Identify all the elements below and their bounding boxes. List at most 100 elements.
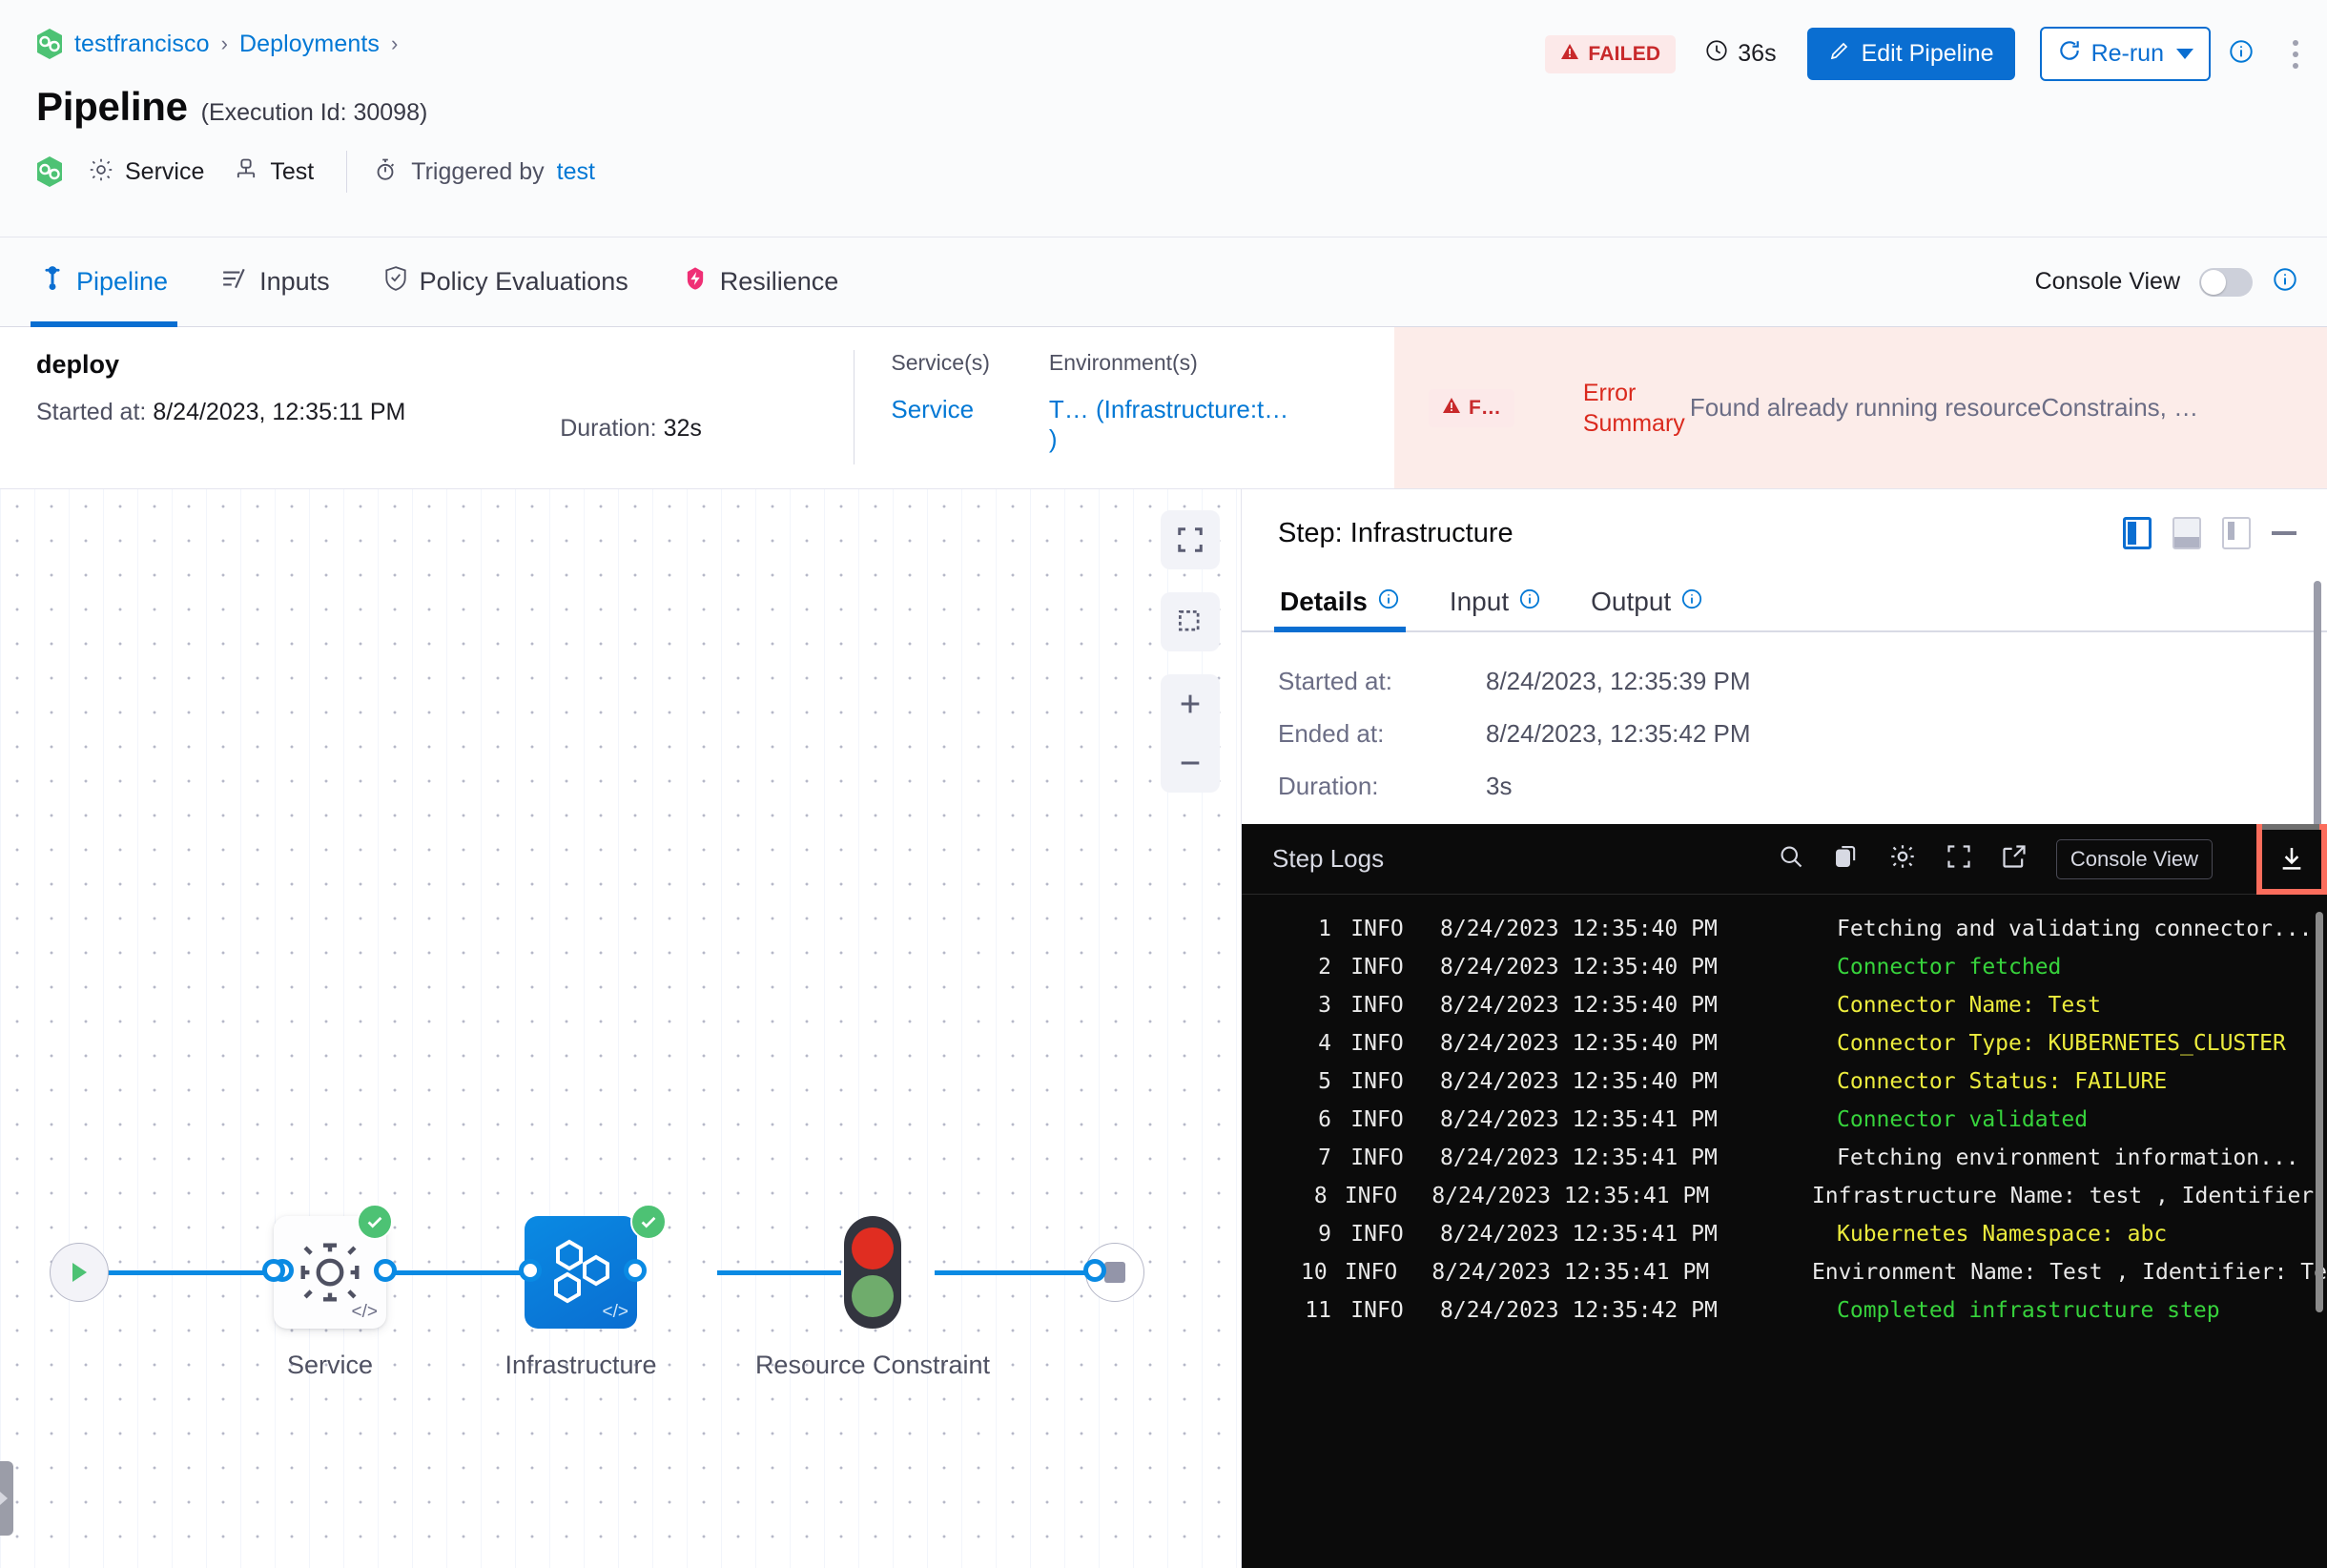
tab-resilience[interactable]: Resilience <box>678 237 843 327</box>
stage-status-chip-label: F… <box>1469 396 1501 419</box>
expand-left-panel-handle[interactable] <box>0 1461 13 1536</box>
console-view-toggle[interactable] <box>2199 267 2253 297</box>
download-logs-button[interactable] <box>2256 823 2327 895</box>
log-line-timestamp: 8/24/2023 12:35:40 PM <box>1440 955 1718 980</box>
logs-top-sliver <box>2262 824 2319 830</box>
stage-environments-value[interactable]: T… (Infrastructure:t… ) <box>1048 395 1289 453</box>
stage-started: Started at: 8/24/2023, 12:35:11 PM <box>36 399 560 426</box>
port-infra-out[interactable] <box>624 1259 647 1282</box>
more-options-button[interactable] <box>2293 39 2298 69</box>
breadcrumb-deployments-link[interactable]: Deployments <box>238 30 380 57</box>
tab-pipeline[interactable]: Pipeline <box>30 237 178 327</box>
port-infra-in[interactable] <box>519 1259 542 1282</box>
harness-module-icon <box>36 156 63 187</box>
breadcrumb-separator-2: › <box>390 31 399 55</box>
total-duration-value: 36s <box>1738 40 1777 67</box>
step-logs-body[interactable]: 1 INFO 8/24/2023 12:35:40 PM Fetching an… <box>1242 895 2327 1568</box>
meta-environment-label: Test <box>270 157 315 185</box>
output-info-icon[interactable] <box>1680 587 1703 617</box>
step-panel-header: Step: Infrastructure <box>1242 489 2327 577</box>
copy-logs-icon[interactable] <box>1833 843 1860 875</box>
input-info-icon[interactable] <box>1518 587 1541 617</box>
detail-key: Started at: <box>1278 667 1392 695</box>
tab-details-label: Details <box>1280 587 1368 616</box>
log-settings-icon[interactable] <box>1888 842 1917 876</box>
log-line-number: 8 <box>1313 1184 1328 1208</box>
edge-resource-end <box>935 1270 1106 1275</box>
log-line-message: Connector validated <box>1837 1107 2089 1132</box>
service-node-success-badge <box>357 1204 393 1240</box>
logs-scrollbar[interactable] <box>2316 912 2323 1312</box>
warning-icon <box>1442 397 1461 420</box>
log-line-message: Environment Name: Test , Identifier: Te <box>1811 1260 2327 1285</box>
fullscreen-logs-icon[interactable] <box>1946 843 1972 875</box>
console-view-info-icon[interactable] <box>2272 266 2298 298</box>
edge-infra-resource <box>717 1270 841 1275</box>
stage-services-value[interactable]: Service <box>891 395 975 423</box>
triggered-by-user[interactable]: test <box>556 157 595 185</box>
logs-console-view-button[interactable]: Console View <box>2055 838 2213 879</box>
rerun-label: Re-run <box>2090 40 2164 67</box>
tab-policy-evaluations-label: Policy Evaluations <box>419 267 628 296</box>
collapse-panel-button[interactable] <box>2272 531 2296 535</box>
warning-icon <box>1560 43 1579 66</box>
infrastructure-node-success-badge <box>630 1204 667 1240</box>
log-line-message: Infrastructure Name: test , Identifier: <box>1811 1184 2327 1208</box>
zoom-in-button[interactable] <box>1161 674 1220 733</box>
log-line-timestamp: 8/24/2023 12:35:41 PM <box>1431 1184 1710 1208</box>
search-logs-icon[interactable] <box>1778 843 1804 875</box>
dock-minimized-button[interactable] <box>2222 517 2251 549</box>
open-external-logs-icon[interactable] <box>2001 843 2028 875</box>
service-node-code-icon: </> <box>351 1302 378 1322</box>
start-node[interactable] <box>50 1243 109 1302</box>
port-end-in[interactable] <box>1083 1259 1106 1282</box>
breadcrumb: testfrancisco › Deployments › <box>36 0 2291 59</box>
details-info-icon[interactable] <box>1377 587 1400 617</box>
infrastructure-node[interactable]: </> <box>525 1216 637 1329</box>
resource-constraint-node[interactable] <box>844 1216 901 1329</box>
edit-pipeline-button[interactable]: Edit Pipeline <box>1806 28 2015 80</box>
pipeline-canvas[interactable]: </> Service </> Infrastruc <box>0 489 1242 1568</box>
port-service-out[interactable] <box>374 1259 397 1282</box>
harness-logo-icon <box>36 29 63 59</box>
stage-divider <box>854 350 855 464</box>
stage-duration-value: 32s <box>663 415 702 442</box>
tab-policy-evaluations[interactable]: Policy Evaluations <box>380 237 632 327</box>
tab-input-label: Input <box>1449 587 1510 616</box>
tab-pipeline-label: Pipeline <box>76 267 169 296</box>
rerun-info-icon[interactable] <box>2228 38 2255 70</box>
log-line-message: Connector Status: FAILURE <box>1837 1069 2168 1094</box>
pencil-icon <box>1828 39 1851 69</box>
tab-details[interactable]: Details <box>1274 577 1406 632</box>
tab-inputs[interactable]: Inputs <box>217 237 334 327</box>
expand-icon <box>1178 527 1203 552</box>
stage-started-value: 8/24/2023, 12:35:11 PM <box>153 399 406 425</box>
detail-key: Ended at: <box>1278 719 1385 748</box>
fit-to-screen-button[interactable] <box>1161 510 1220 569</box>
zoom-out-button[interactable] <box>1161 733 1220 793</box>
meta-environment: Test <box>233 156 314 188</box>
log-line-number: 11 <box>1305 1298 1331 1323</box>
dock-bottom-button[interactable] <box>2173 517 2201 549</box>
end-node[interactable] <box>1085 1243 1144 1302</box>
stage-environments-label: Environment(s) <box>1048 350 1198 375</box>
select-area-button[interactable] <box>1161 592 1220 651</box>
page-header: testfrancisco › Deployments › Pipeline (… <box>0 0 2327 237</box>
stage-services: Service(s) Service <box>891 350 990 488</box>
detail-value: 8/24/2023, 12:35:39 PM <box>1486 667 1751 695</box>
zoom-controls <box>1161 674 1220 793</box>
tab-input[interactable]: Input <box>1448 577 1543 630</box>
stage-started-label: Started at: <box>36 399 147 425</box>
inputs-icon <box>221 266 248 298</box>
log-line-level: INFO <box>1344 1184 1398 1208</box>
step-panel-scrollbar[interactable] <box>2314 581 2321 905</box>
breadcrumb-org-link[interactable]: testfrancisco <box>74 30 210 57</box>
tab-output[interactable]: Output <box>1589 577 1705 630</box>
step-logs-toolbar: Console View <box>1778 823 2327 895</box>
dock-right-button[interactable] <box>2123 517 2152 549</box>
rerun-button[interactable]: Re-run <box>2039 27 2211 81</box>
stop-icon <box>1104 1262 1125 1283</box>
log-line-level: INFO <box>1350 955 1404 980</box>
port-service-in[interactable] <box>262 1259 285 1282</box>
